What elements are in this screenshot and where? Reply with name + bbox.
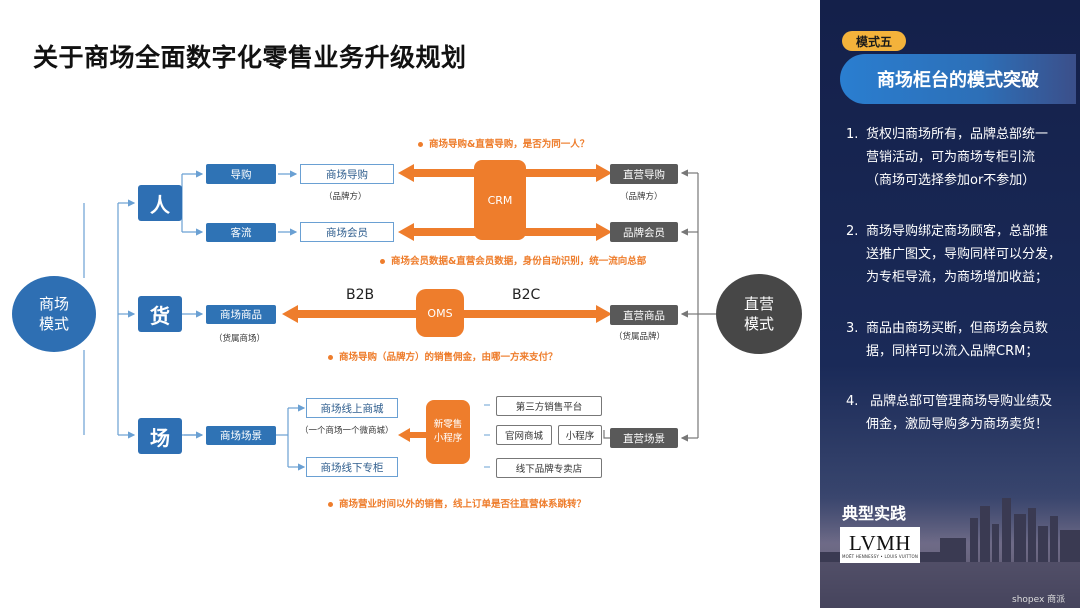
note-1: 商场导购&直营导购，是否为同一人？ bbox=[418, 136, 589, 150]
point-3: 3. 商品由商场买断，但商场会员数 据，同样可以流入品牌CRM； bbox=[846, 317, 1068, 363]
point-3-line1: 商品由商场买断，但商场会员数 bbox=[866, 321, 1049, 336]
point-2: 2. 商场导购绑定商场顾客，总部推 送推广图文，导购同样可以分发， 为专柜导流，为… bbox=[846, 220, 1068, 289]
note-4: 商场营业时间以外的销售，线上订单是否往直营体系跳转？ bbox=[328, 496, 586, 510]
offline-brand-box: 线下品牌专卖店 bbox=[496, 458, 602, 478]
direct-scene-box: 直营场景 bbox=[610, 428, 678, 448]
note-2: 商场会员数据&直营会员数据，身份自动识别，统一流向总部 bbox=[380, 253, 646, 267]
point-4-num: 4. bbox=[846, 394, 859, 409]
point-1-line3: （商场可选择参加or不参加） bbox=[866, 173, 1036, 188]
mall-goods-box: 商场商品 bbox=[206, 305, 276, 324]
brand-member-box: 品牌会员 bbox=[610, 222, 678, 242]
mall-online-box: 商场线上商城 bbox=[306, 398, 398, 418]
category-place: 场 bbox=[138, 418, 182, 454]
oms-label: OMS bbox=[427, 306, 453, 320]
crm-box: CRM bbox=[474, 160, 526, 240]
mall-scene-box: 商场场景 bbox=[206, 426, 276, 445]
note-4-text: 商场营业时间以外的销售，线上订单是否往直营体系跳转？ bbox=[339, 499, 587, 510]
oms-box: OMS bbox=[416, 289, 464, 337]
diagram-connectors bbox=[83, 164, 716, 471]
point-2-line3: 为专柜导流，为商场增加收益； bbox=[866, 270, 1049, 285]
direct-goods-box: 直营商品 bbox=[610, 305, 678, 325]
mall-mode-line1: 商场 bbox=[38, 295, 69, 313]
mini-program-box: 小程序 bbox=[558, 425, 602, 445]
mode-tag: 模式五 bbox=[842, 31, 906, 51]
new-retail-line2: 小程序 bbox=[433, 433, 463, 444]
new-retail-box: 新零售 小程序 bbox=[426, 400, 470, 464]
third-party-box: 第三方销售平台 bbox=[496, 396, 602, 416]
direct-mode-circle: 直营 模式 bbox=[716, 274, 802, 354]
direct-mode-line1: 直营 bbox=[743, 295, 774, 313]
direct-guide-box: 直营导购 bbox=[610, 164, 678, 184]
city-skyline-image bbox=[820, 478, 1080, 608]
shopex-logo: shopex 商派 bbox=[1012, 595, 1066, 605]
goods-brand-sub: （货属品牌） bbox=[614, 332, 666, 342]
category-goods: 货 bbox=[138, 296, 182, 332]
point-1-line1: 货权归商场所有，品牌总部统一 bbox=[866, 127, 1049, 142]
point-2-line2: 送推广图文，导购同样可以分发， bbox=[866, 247, 1062, 262]
mall-mode-line2: 模式 bbox=[38, 315, 69, 333]
new-retail-line1: 新零售 bbox=[433, 419, 463, 430]
crm-label: CRM bbox=[487, 193, 513, 207]
point-4-line1: 品牌总部可管理商场导购业绩及 bbox=[866, 394, 1053, 409]
official-mall-box: 官网商城 bbox=[496, 425, 552, 445]
mall-offline-box: 商场线下专柜 bbox=[306, 457, 398, 477]
point-2-num: 2. bbox=[846, 224, 859, 239]
point-1-line2: 营销活动，可为商场专柜引流 bbox=[866, 150, 1036, 165]
point-3-num: 3. bbox=[846, 321, 859, 336]
mall-member-box: 商场会员 bbox=[300, 222, 394, 242]
panel-headline: 商场柜台的模式突破 bbox=[840, 54, 1076, 104]
mall-guide-box: 商场导购 bbox=[300, 164, 394, 184]
point-2-line1: 商场导购绑定商场顾客，总部推 bbox=[866, 224, 1049, 239]
goods-mall-sub: （货属商场） bbox=[214, 334, 266, 344]
b2c-label: B2C bbox=[512, 287, 541, 303]
note-2-text: 商场会员数据&直营会员数据，身份自动识别，统一流向总部 bbox=[391, 256, 647, 267]
brand-side-right: （品牌方） bbox=[620, 192, 663, 202]
direct-mode-line2: 模式 bbox=[743, 315, 774, 333]
lvmh-logo: LVMH MOËT HENNESSY • LOUIS VUITTON bbox=[840, 527, 920, 563]
lvmh-logo-text: LVMH bbox=[849, 530, 911, 555]
page-title: 关于商场全面数字化零售业务升级规划 bbox=[33, 43, 467, 72]
one-mall-sub: （一个商场一个微商城） bbox=[300, 426, 394, 436]
b2b-label: B2B bbox=[346, 287, 375, 303]
point-1-num: 1. bbox=[846, 127, 859, 142]
point-1: 1. 货权归商场所有，品牌总部统一 营销活动，可为商场专柜引流 （商场可选择参加o… bbox=[846, 123, 1068, 192]
note-3: 商场导购（品牌方）的销售佣金，由哪一方来支付？ bbox=[328, 349, 558, 363]
lvmh-logo-sub: MOËT HENNESSY • LOUIS VUITTON bbox=[841, 553, 919, 559]
mall-mode-circle: 商场 模式 bbox=[12, 276, 96, 352]
category-people: 人 bbox=[138, 185, 182, 221]
note-3-text: 商场导购（品牌方）的销售佣金，由哪一方来支付？ bbox=[339, 352, 558, 363]
note-1-text: 商场导购&直营导购，是否为同一人？ bbox=[429, 139, 590, 150]
brand-side-left: （品牌方） bbox=[324, 192, 367, 202]
point-3-line2: 据，同样可以流入品牌CRM； bbox=[866, 344, 1039, 359]
point-4-line2: 佣金，激励导购多为商场卖货！ bbox=[866, 417, 1049, 432]
practice-heading: 典型实践 bbox=[842, 504, 907, 523]
point-4: 4. 品牌总部可管理商场导购业绩及 佣金，激励导购多为商场卖货！ bbox=[846, 390, 1068, 436]
guide-box: 导购 bbox=[206, 164, 276, 184]
traffic-box: 客流 bbox=[206, 223, 276, 242]
